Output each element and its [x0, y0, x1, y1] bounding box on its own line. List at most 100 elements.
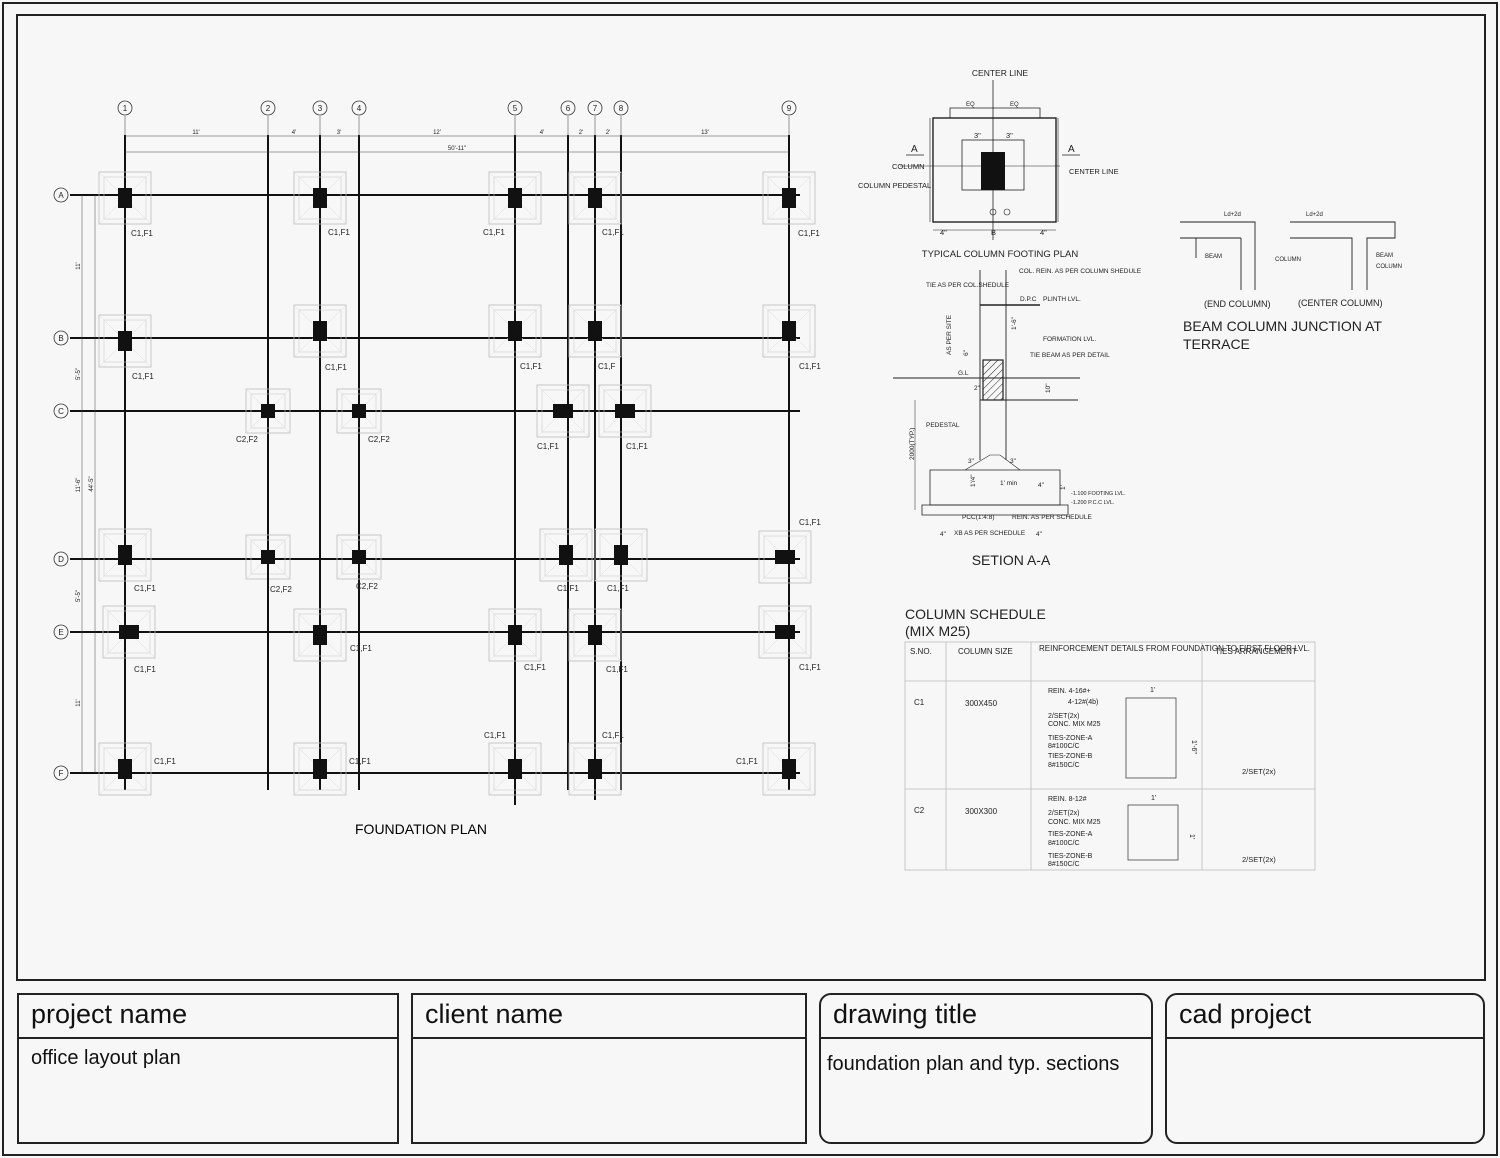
- section-dim-2: 2": [974, 385, 981, 392]
- column-block: [588, 759, 602, 779]
- footing-outline: [568, 171, 622, 225]
- column-block: [313, 759, 327, 779]
- schedule-ties: 2/SET(2x): [1242, 855, 1276, 864]
- column-block: [782, 321, 796, 341]
- grid-label-E: E: [58, 628, 63, 637]
- footing-2: [488, 171, 542, 225]
- junction-end-column-label: (END COLUMN): [1204, 299, 1271, 309]
- column-block: [119, 625, 139, 639]
- footing-21: [293, 608, 347, 662]
- schedule-rein-line: REIN. 8-12#: [1048, 796, 1087, 803]
- schedule-header-size: COLUMN SIZE: [958, 647, 1013, 656]
- footing-6: [293, 304, 347, 358]
- grid-label-2: 2: [266, 104, 271, 113]
- drawing-frame: [16, 14, 1486, 981]
- footing-outline: [293, 608, 347, 662]
- footing-8: [568, 304, 622, 358]
- junction-center-column-label: (CENTER COLUMN): [1298, 298, 1383, 308]
- schedule-title-line2: (MIX M25): [905, 623, 970, 639]
- schedule-rein-line: TIES-ZONE-B: [1048, 753, 1093, 760]
- section-tie-beam: TIE BEAM AS PER DETAIL: [1030, 352, 1110, 359]
- footing-outline: [598, 384, 652, 438]
- column-block: [615, 404, 635, 418]
- footing-label-1: C1,F1: [328, 228, 350, 237]
- footing-5: [98, 314, 152, 368]
- grid-label-A: A: [58, 191, 64, 200]
- schedule-ties: 2/SET(2x): [1242, 767, 1276, 776]
- typical-footing-plan: [900, 80, 1080, 240]
- footing-label-8: C1,F: [598, 362, 615, 371]
- footing-pedestal: [298, 309, 342, 353]
- footing-pedestal: [341, 393, 377, 429]
- footing-label-14: C1,F1: [134, 584, 156, 593]
- column-block: [508, 188, 522, 208]
- section-dim-4-right: 4": [1036, 531, 1043, 538]
- overall-dim: 50'-11": [448, 146, 466, 152]
- top-dim-1: 4': [292, 130, 296, 136]
- footing-pedestal: [103, 319, 147, 363]
- section-dim-3-left: 3": [968, 458, 975, 465]
- footing-29: [762, 742, 816, 796]
- section-title: SETION A-A: [972, 552, 1051, 568]
- footing-label-3: C1,F1: [602, 228, 624, 237]
- schedule-rein-line: TIES-ZONE-B: [1048, 853, 1093, 860]
- footing-outline: [762, 304, 816, 358]
- footing-pedestal: [767, 309, 811, 353]
- footing-dim-3-left: 3": [974, 131, 981, 140]
- section-dim-1-4: 1'/4": [970, 474, 977, 487]
- footing-outline: [293, 304, 347, 358]
- column-block: [118, 188, 132, 208]
- grid-label-7: 7: [593, 104, 598, 113]
- column-block: [553, 404, 573, 418]
- client-name-label: client name: [413, 995, 805, 1039]
- schedule-rein-line: CONC. MIX M25: [1048, 721, 1101, 728]
- column-block: [559, 545, 573, 565]
- footing-plan-title: TYPICAL COLUMN FOOTING PLAN: [922, 249, 1079, 260]
- grid-bubble-E: [53, 624, 69, 640]
- section-pedestal: PEDESTAL: [926, 422, 960, 429]
- footing-label-26: C1,F1: [349, 757, 371, 766]
- footing-dim-3-right: 3": [1006, 131, 1013, 140]
- junction-title-line1: BEAM COLUMN JUNCTION AT: [1183, 318, 1382, 334]
- footing-label-15: C2,F2: [270, 585, 292, 594]
- footing-14: [98, 528, 152, 582]
- footing-pedestal-label: COLUMN PEDESTAL: [858, 181, 931, 190]
- grid-bubble-D: [53, 551, 69, 567]
- schedule-rein-line: 8#150C/C: [1048, 861, 1080, 868]
- footing-20: [102, 605, 156, 659]
- cad-project-label: cad project: [1167, 995, 1483, 1039]
- grid-label-5: 5: [513, 104, 518, 113]
- footing-label-6: C1,F1: [325, 363, 347, 372]
- footing-13: [598, 384, 652, 438]
- footing-16: [336, 534, 382, 580]
- footing-label-12: C1,F1: [537, 442, 559, 451]
- footing-label-23: C1,F1: [606, 665, 628, 674]
- footing-3: [568, 171, 622, 225]
- column-block: [352, 404, 366, 418]
- column-block: [118, 545, 132, 565]
- footing-label-20: C1,F1: [134, 665, 156, 674]
- footing-label-19: C1,F1: [799, 518, 821, 527]
- footing-outline: [568, 742, 622, 796]
- footing-eq-left: EQ: [966, 102, 975, 108]
- grid-label-8: 8: [619, 104, 624, 113]
- grid-bubble-F: [53, 765, 69, 781]
- footing-outline: [758, 530, 812, 584]
- footing-eq-right: EQ: [1010, 102, 1019, 108]
- grid-label-3: 3: [318, 104, 323, 113]
- junction-column-right: COLUMN: [1376, 264, 1402, 270]
- section-dim-1: 1': [1060, 485, 1067, 490]
- section-dim-1-6: 1'-6": [1011, 316, 1018, 330]
- column-block: [313, 321, 327, 341]
- footing-label-17: C1,F1: [557, 584, 579, 593]
- section-footing-lvl: -1.100 FOOTING LVL.: [1071, 491, 1126, 497]
- footing-pedestal: [107, 610, 151, 654]
- title-block-project-name: project name office layout plan: [17, 993, 399, 1144]
- footing-column-label: COLUMN: [892, 162, 925, 171]
- left-dim-4: 11': [76, 699, 82, 706]
- footing-pedestal: [541, 389, 585, 433]
- footing-outline: [762, 171, 816, 225]
- schedule-size: 300X300: [965, 807, 998, 816]
- footing-26: [293, 742, 347, 796]
